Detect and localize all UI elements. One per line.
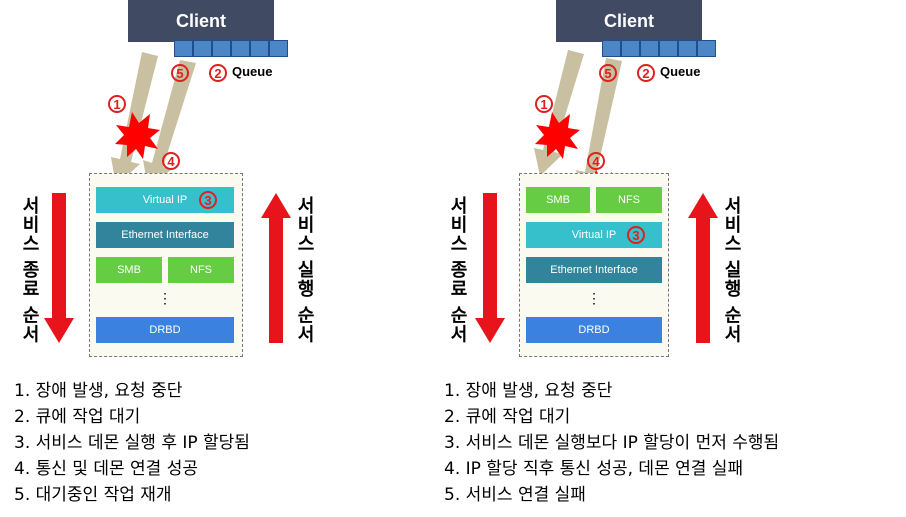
queue-cell [231,40,250,57]
start-order-label: 서비스 실행 순서 [294,196,315,344]
failure-burst [535,112,580,159]
step-number-3: 3 [199,191,217,209]
ethernet-interface-layer: Ethernet Interface [96,222,234,248]
start-order-arrow [688,193,718,343]
arrows-layer [44,52,291,343]
ethernet-interface-label: Ethernet Interface [121,229,209,241]
step-number-5: 5 [171,64,189,82]
step-number-1: 1 [535,95,553,113]
step-item: 4. 통신 및 데몬 연결 성공 [14,459,198,479]
step-item: 3. 서비스 데몬 실행 후 IP 할당됨 [14,433,250,453]
step-item: 4. IP 할당 직후 통신 성공, 데몬 연결 실패 [444,459,744,479]
queue [602,40,716,57]
nfs-label: NFS [618,194,640,206]
virtual-ip-label: Virtual IP [142,194,188,206]
nfs-label: NFS [190,264,212,276]
ellipsis-text: ⋮ [158,289,172,306]
nfs-layer: NFS [168,257,234,283]
client-box: Client [556,0,702,42]
queue-label: Queue [232,64,273,79]
virtual-ip-label: Virtual IP [571,229,617,241]
queue-cell [250,40,269,57]
drbd-label: DRBD [149,324,181,336]
ellipsis-text: ⋮ [587,289,601,306]
queue [174,40,288,57]
server-box: SMB NFS Virtual IP Ethernet Interface ⋮ … [519,173,669,357]
nfs-layer: NFS [596,187,662,213]
step-item: 5. 서비스 연결 실패 [444,485,586,505]
drbd-label: DRBD [578,324,610,336]
queue-cell [193,40,212,57]
queue-cell [174,40,193,57]
queue-label: Queue [660,64,701,79]
step-item: 1. 장애 발생, 요청 중단 [444,381,613,401]
client-label: Client [603,10,654,31]
request-arrow-1 [534,50,584,176]
smb-layer: SMB [96,257,162,283]
step-number-1: 1 [108,95,126,113]
drbd-layer: DRBD [526,317,662,343]
step-item: 1. 장애 발생, 요청 중단 [14,381,183,401]
steps-list: 1. 장애 발생, 요청 중단 2. 큐에 작업 대기 3. 서비스 데몬 실행… [14,378,250,508]
smb-label: SMB [117,264,141,276]
step-number-2: 2 [209,64,227,82]
step-number-4: 4 [587,152,605,170]
start-order-label: 서비스 실행 순서 [721,196,742,344]
server-box: Virtual IP Ethernet Interface SMB NFS ⋮ … [89,173,243,357]
client-label: Client [175,10,226,31]
step-number-2: 2 [637,64,655,82]
failure-burst [115,112,160,159]
queue-cell [697,40,716,57]
queue-cell [212,40,231,57]
virtual-ip-layer: Virtual IP [526,222,662,248]
step-item: 5. 대기중인 작업 재개 [14,485,172,505]
queue-cell [659,40,678,57]
queue-cell [621,40,640,57]
queue-cell [678,40,697,57]
step-number-3: 3 [627,226,645,244]
smb-label: SMB [546,194,570,206]
steps-list: 1. 장애 발생, 요청 중단 2. 큐에 작업 대기 3. 서비스 데몬 실행… [444,378,779,508]
stop-order-arrow [44,193,74,343]
scenario-right-panel: Client Queue 1 2 5 4 SMB NFS Virtual IP … [430,0,883,517]
stop-order-label: 서비스 종료 순서 [447,196,468,344]
drbd-layer: DRBD [96,317,234,343]
queue-cell [640,40,659,57]
step-item: 3. 서비스 데몬 실행보다 IP 할당이 먼저 수행됨 [444,433,780,453]
queue-cell [602,40,621,57]
step-item: 2. 큐에 작업 대기 [444,407,571,427]
step-number-4: 4 [162,152,180,170]
ethernet-interface-label: Ethernet Interface [550,264,638,276]
queue-cell [269,40,288,57]
client-box: Client [128,0,274,42]
start-order-arrow [261,193,291,343]
ellipsis: ⋮ [526,287,662,309]
stop-order-label: 서비스 종료 순서 [19,196,40,344]
stop-order-arrow [475,193,505,343]
step-number-5: 5 [599,64,617,82]
request-arrow-2 [143,60,196,188]
step-item: 2. 큐에 작업 대기 [14,407,141,427]
smb-layer: SMB [526,187,590,213]
scenario-left-panel: Client Queue 1 2 5 4 Virtual IP Ethernet… [14,0,315,508]
ellipsis: ⋮ [96,287,234,309]
ethernet-interface-layer: Ethernet Interface [526,257,662,283]
